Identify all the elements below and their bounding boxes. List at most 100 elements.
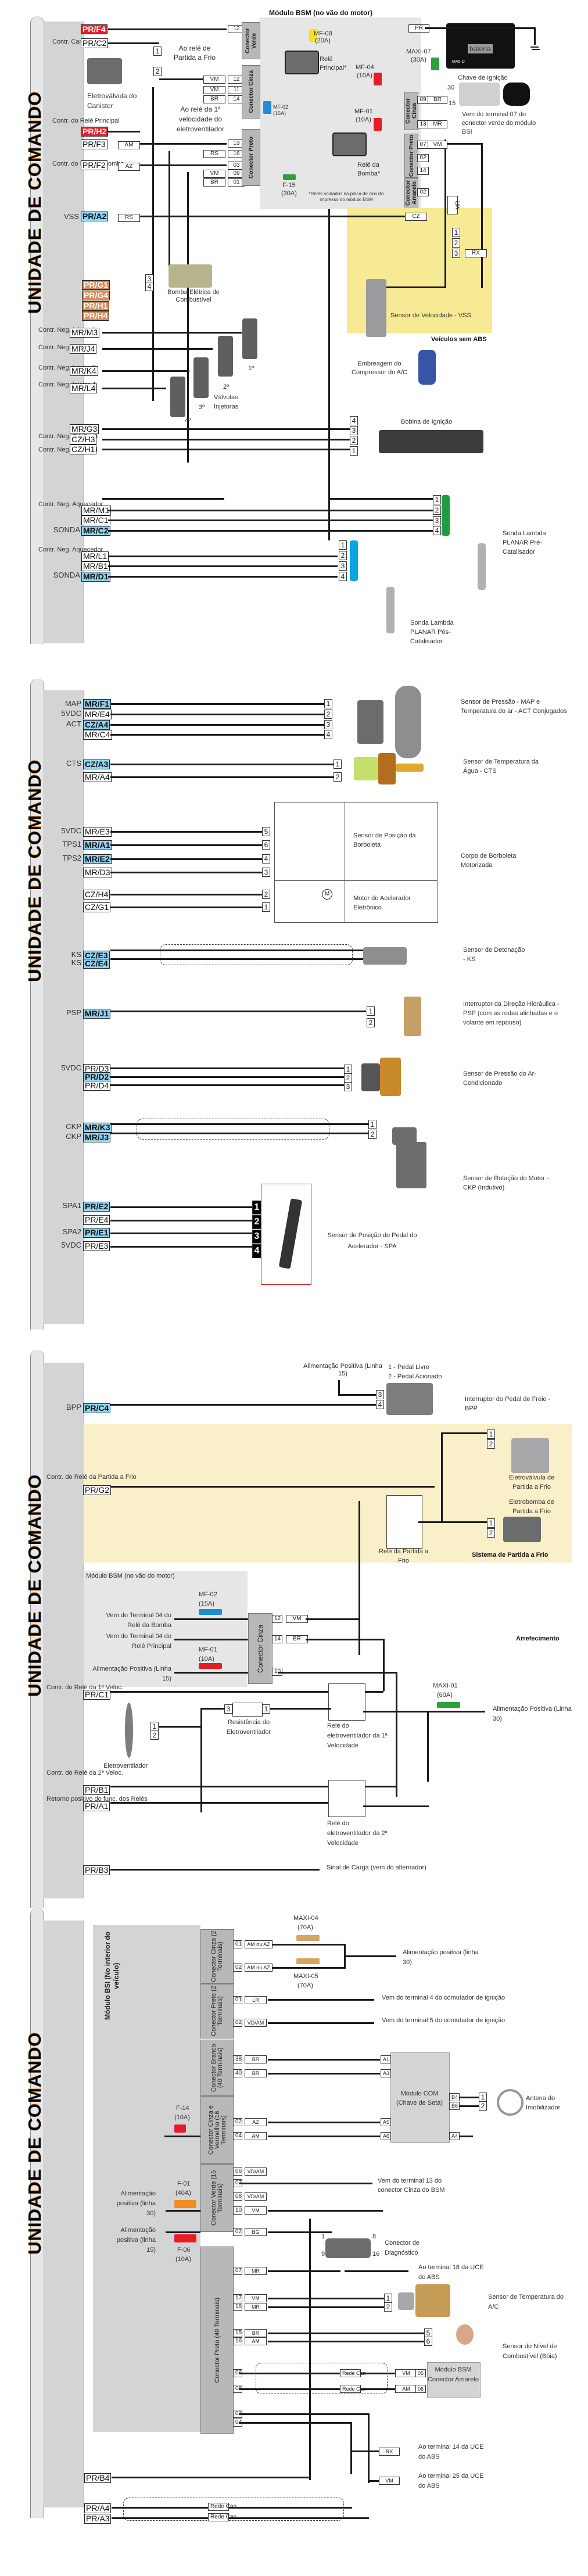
- can-label: Rede Can: [340, 2385, 366, 2393]
- wire: [139, 143, 227, 145]
- wire: [110, 724, 325, 726]
- pin-mr-e4[interactable]: MR/E4: [83, 710, 112, 719]
- bpp-legend-free: 1 - Pedal Livre: [388, 1364, 429, 1371]
- pin-cz-g1[interactable]: CZ/G1: [83, 902, 111, 912]
- pin-pr-h1[interactable]: PR/H1: [82, 301, 110, 311]
- pin-pr-c2[interactable]: PR/C2: [81, 38, 109, 48]
- pin-pr-f3[interactable]: PR/F3: [81, 139, 107, 149]
- pin-mr-d3[interactable]: MR/D3: [83, 868, 112, 877]
- pin-pr-e4[interactable]: PR/E4: [83, 1215, 110, 1225]
- terminal-number: 13: [417, 120, 429, 128]
- pin-mr-b1[interactable]: MR/B1: [81, 561, 110, 571]
- abs18-label: Ao terminal 18 da UCE do ABS: [418, 2264, 484, 2281]
- pin-mr-d1[interactable]: MR/D1: [81, 572, 110, 582]
- pin-pr-b1[interactable]: PR/B1: [83, 1785, 110, 1795]
- pin-pr-g2[interactable]: PR/G2: [83, 1485, 112, 1495]
- pin-mr-c2[interactable]: MR/C2: [81, 526, 110, 536]
- ac-temp-label: Sensor de Temperatura do A/C: [488, 2294, 564, 2310]
- pin-pr-g4[interactable]: PR/G4: [82, 291, 110, 300]
- pin-label: 5VDC: [61, 1063, 81, 1072]
- pin-mr-m3[interactable]: MR/M3: [70, 328, 100, 338]
- wire: [338, 1380, 340, 1395]
- pin-pr-c1[interactable]: PR/C1: [83, 1690, 111, 1700]
- supply30-label: Alimentação positiva (linha 30): [116, 2190, 156, 2217]
- fuse-label: F-01: [177, 2180, 191, 2187]
- pin-pr-e2[interactable]: PR/E2: [83, 1202, 110, 1212]
- pin-pr-h4[interactable]: PR/H4: [82, 311, 110, 321]
- pin-pr-f4[interactable]: PR/F4: [81, 24, 107, 34]
- wire: [110, 1011, 366, 1012]
- wire: [102, 439, 358, 440]
- pin-mr-m1[interactable]: MR/M1: [81, 506, 112, 515]
- cold-start-valve-label: Eletroválvula de Partida a Frio: [508, 1474, 555, 1491]
- fuse-rating: (30A): [281, 190, 297, 197]
- pin-pr-a2[interactable]: PR/A2: [81, 212, 109, 221]
- ecu-body: [43, 690, 84, 1324]
- pin-cz-a3[interactable]: CZ/A3: [83, 759, 110, 769]
- pin-cz-a4[interactable]: CZ/A4: [83, 720, 110, 730]
- pin-cz-h4[interactable]: CZ/H4: [83, 890, 110, 900]
- wire: [363, 1805, 429, 1807]
- pin-pr-e3[interactable]: PR/E3: [83, 1241, 110, 1251]
- terminal-number: 07: [417, 141, 429, 149]
- pin-mr-c1[interactable]: MR/C1: [81, 515, 110, 525]
- wire: [273, 1967, 345, 1969]
- wire: [110, 1233, 252, 1234]
- pin-cz-e4[interactable]: CZ/E4: [83, 959, 110, 969]
- pin-pr-c4[interactable]: PR/C4: [83, 1403, 111, 1413]
- pin-mr-g3[interactable]: MR/G3: [70, 424, 99, 434]
- pin-pr-b4[interactable]: PR/B4: [84, 2473, 112, 2483]
- pin-pr-h2[interactable]: PR/H2: [81, 127, 109, 137]
- pin-number: 2: [487, 1528, 495, 1538]
- pin-mr-a1[interactable]: MR/A1: [83, 840, 112, 850]
- terminal-number: 05: [415, 2369, 426, 2377]
- pin-mr-e3[interactable]: MR/E3: [83, 827, 112, 837]
- pin-mr-j3[interactable]: MR/J3: [83, 1133, 111, 1142]
- pin-mr-c4[interactable]: MR/C4: [83, 730, 112, 740]
- wire: [350, 2422, 352, 2474]
- pin-label: TPS2: [62, 854, 81, 862]
- wire: [110, 1691, 383, 1693]
- bpp-switch-icon: [386, 1383, 433, 1415]
- terminal-number: 18: [233, 2303, 242, 2311]
- wire: [166, 2210, 200, 2212]
- pin-number: 6: [262, 840, 270, 850]
- antenna-label: Antena do Imobilizador: [526, 2095, 561, 2111]
- pin-mr-j4[interactable]: MR/J4: [70, 344, 97, 354]
- pin-pr-a4[interactable]: PR/A4: [84, 2503, 112, 2513]
- pin-pr-a3[interactable]: PR/A3: [84, 2514, 112, 2524]
- pin-pr-b3[interactable]: PR/B3: [83, 1865, 110, 1875]
- fan-label: Eletroventilador: [103, 1762, 148, 1769]
- pin-pr-d2[interactable]: PR/D2: [83, 1072, 111, 1082]
- pin-label: MAP: [64, 699, 81, 708]
- pin-pr-a1[interactable]: PR/A1: [83, 1801, 110, 1811]
- pin-pr-g1[interactable]: PR/G1: [82, 280, 110, 290]
- pin-pr-e1[interactable]: PR/E1: [83, 1228, 110, 1238]
- pin-label: CTS: [66, 759, 81, 768]
- pin-cz-h3[interactable]: CZ/H3: [70, 435, 97, 445]
- pin-mr-e2[interactable]: MR/E2: [83, 854, 112, 864]
- pin-pr-d4[interactable]: PR/D4: [83, 1081, 111, 1091]
- pin-mr-l4[interactable]: MR/L4: [70, 384, 98, 393]
- pin-mr-j1[interactable]: MR/J1: [83, 1009, 111, 1019]
- fuse-mf04-icon: [374, 73, 382, 85]
- com-module: [390, 2052, 450, 2143]
- fuse-rating: (15A): [199, 1600, 214, 1607]
- pin-pr-f2[interactable]: PR/F2: [81, 160, 107, 170]
- pin-mr-k3[interactable]: MR/K3: [83, 1123, 112, 1133]
- pin-mr-a4[interactable]: MR/A4: [83, 772, 112, 782]
- pin-mr-f1[interactable]: MR/F1: [83, 699, 111, 709]
- wire: [268, 2333, 425, 2334]
- com-pin: B6: [449, 2102, 460, 2110]
- wire: [309, 2219, 311, 2480]
- pin-cz-h1[interactable]: CZ/H1: [70, 445, 97, 454]
- throttle-motor-label: Motor do Acelerador Eletrônico: [353, 895, 411, 911]
- connector-amarelo: Conector Amarelo: [404, 178, 418, 207]
- pin-mr-l1[interactable]: MR/L1: [81, 551, 109, 561]
- wire: [363, 1711, 485, 1712]
- connector-cinza: Conector Cinza: [248, 1613, 273, 1684]
- pin-mr-k4[interactable]: MR/K4: [70, 366, 98, 376]
- fuse-label: MF-08: [314, 30, 332, 37]
- pin-label: SPA2: [62, 1227, 81, 1236]
- wire-color-tag: VD/AM: [245, 2192, 267, 2201]
